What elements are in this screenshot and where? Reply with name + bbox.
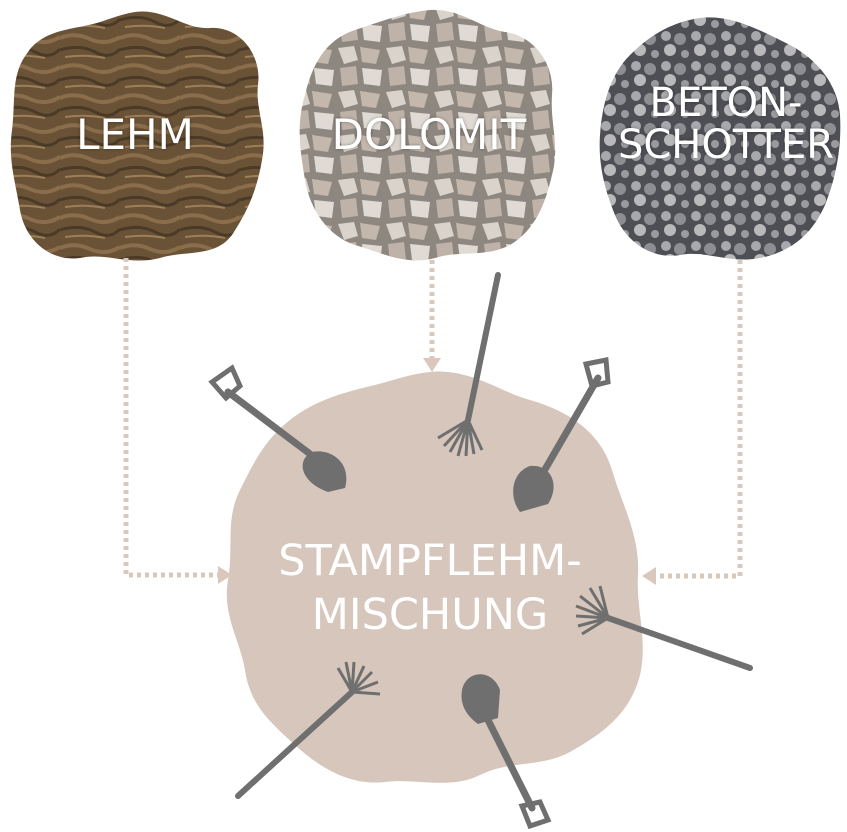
arrow-beton: [655, 260, 740, 576]
result-label-line-1: STAMPFLEHM-: [240, 535, 620, 589]
arrowhead-dolomit: [423, 358, 441, 372]
betonschotter-label-line-2: SCHOTTER: [605, 124, 847, 166]
arrowhead-beton: [642, 567, 656, 585]
lehm-label: LEHM: [10, 113, 260, 157]
stampflehm-mischung-label: STAMPFLEHM- MISCHUNG: [240, 535, 620, 643]
dolomit-label: DOLOMIT: [300, 113, 558, 157]
arrow-lehm: [126, 258, 220, 575]
result-label-line-2: MISCHUNG: [240, 589, 620, 643]
betonschotter-label-line-1: BETON-: [605, 82, 847, 124]
betonschotter-label: BETON- SCHOTTER: [605, 82, 847, 166]
